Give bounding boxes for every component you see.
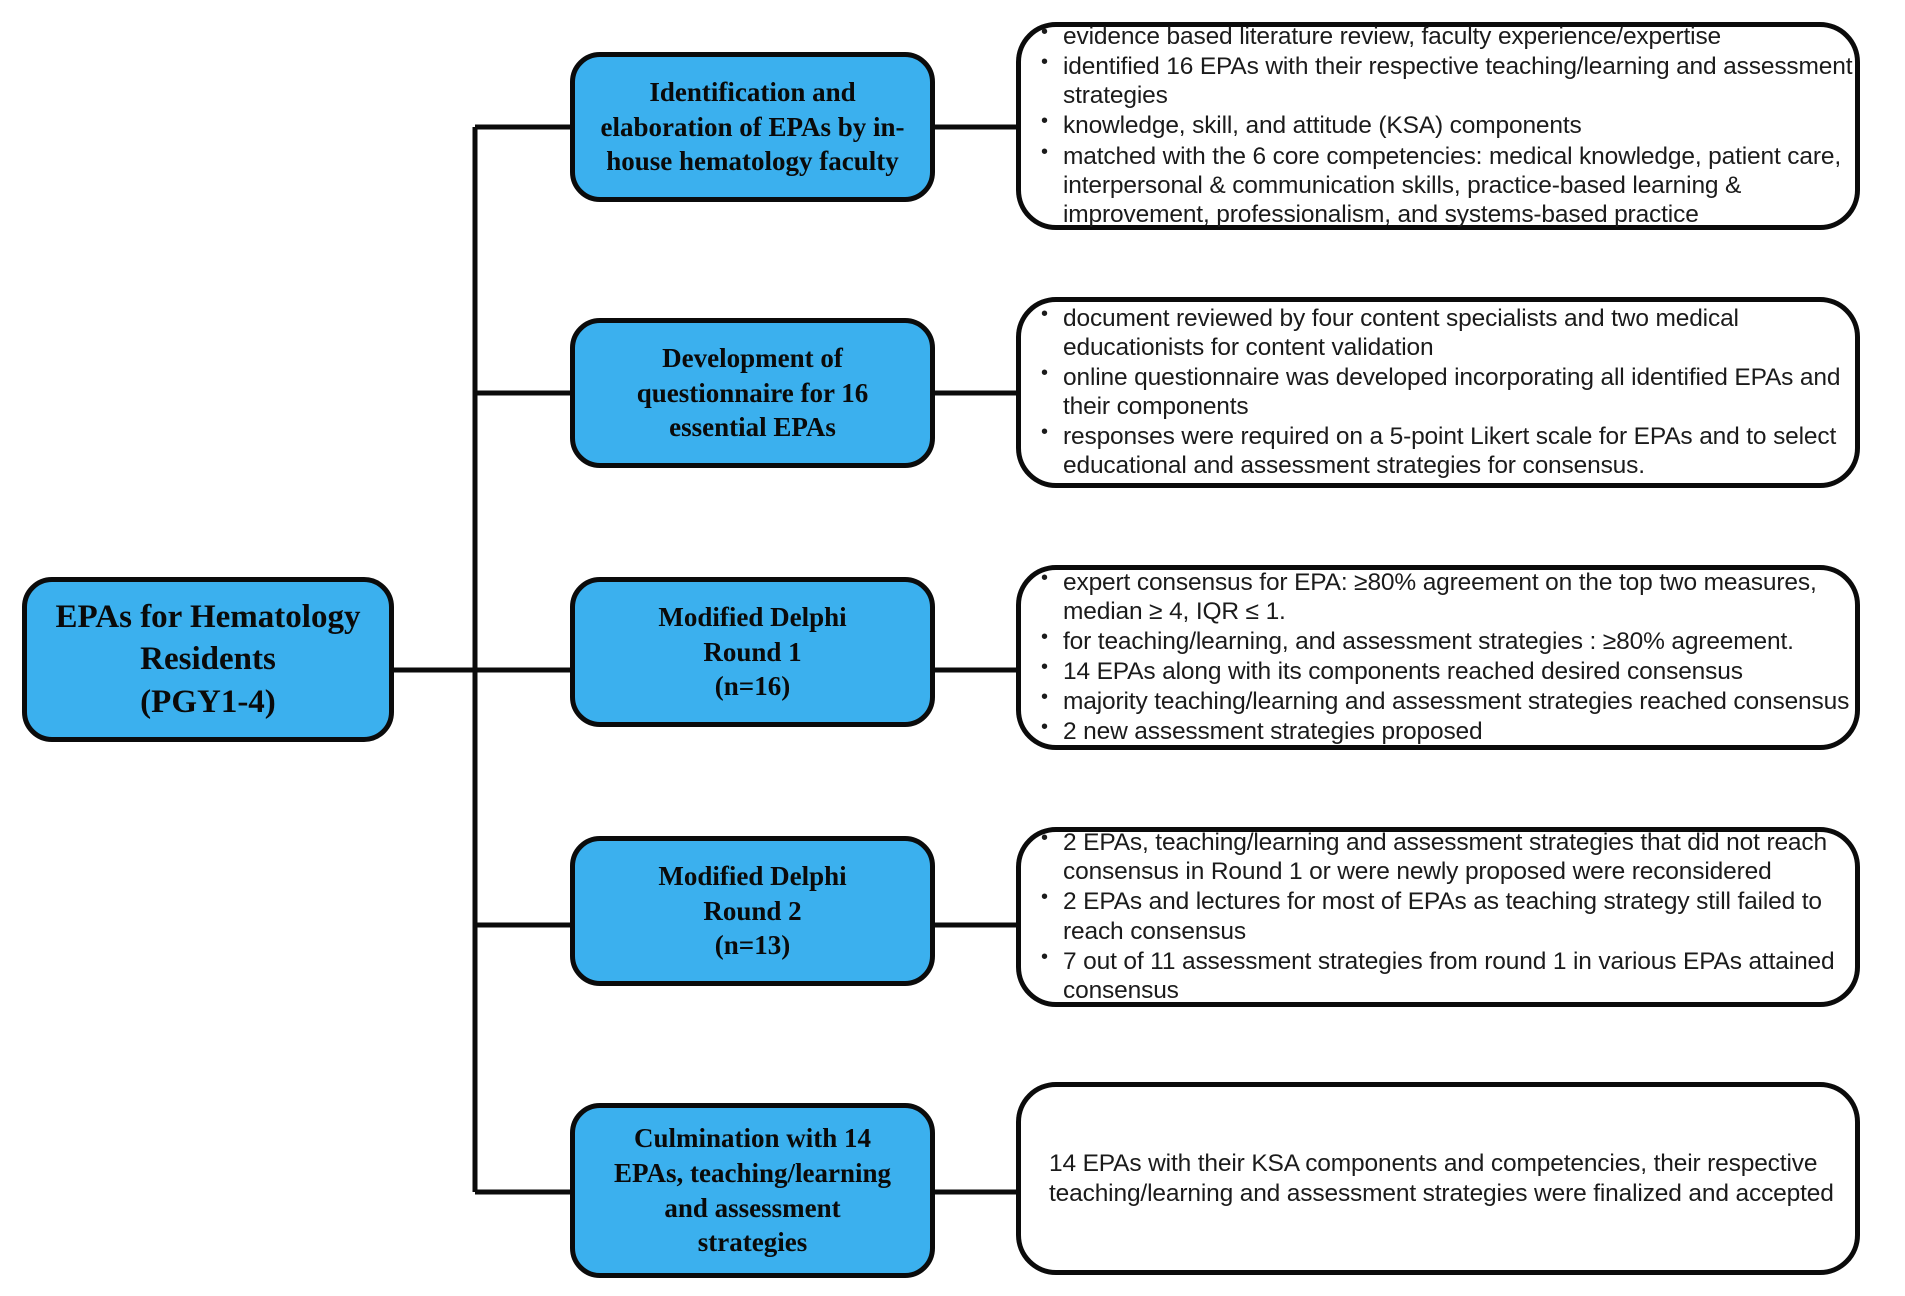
detail-bullet-list: 2 EPAs, teaching/learning and assessment… <box>1021 827 1855 1006</box>
bullet-item: online questionnaire was developed incor… <box>1021 362 1855 421</box>
bullet-item: 2 EPAs, teaching/learning and assessment… <box>1021 827 1855 886</box>
root-node-label: EPAs for Hematology Residents (PGY1-4) <box>55 599 361 720</box>
bullet-item: evidence based literature review, facult… <box>1021 21 1855 51</box>
bullet-item: knowledge, skill, and attitude (KSA) com… <box>1021 110 1855 140</box>
bullet-item: document reviewed by four content specia… <box>1021 303 1855 362</box>
detail-panel-culmination: 14 EPAs with their KSA components and co… <box>1016 1082 1860 1275</box>
detail-panel-delphi-round-2: 2 EPAs, teaching/learning and assessment… <box>1016 827 1860 1007</box>
bullet-item: identified 16 EPAs with their respective… <box>1021 51 1855 110</box>
bullet-item: matched with the 6 core competencies: me… <box>1021 141 1855 229</box>
root-node-epas-hematology-residents[interactable]: EPAs for Hematology Residents (PGY1-4) <box>22 577 394 742</box>
detail-panel-identification-elaboration: evidence based literature review, facult… <box>1016 21 1860 230</box>
bullet-item: responses were required on a 5-point Lik… <box>1021 421 1855 480</box>
stage-node-identification-elaboration[interactable]: Identification and elaboration of EPAs b… <box>570 52 935 202</box>
detail-panel-development-questionnaire: document reviewed by four content specia… <box>1016 297 1860 488</box>
detail-bullet-list: expert consensus for EPA: ≥80% agreement… <box>1021 567 1855 748</box>
bullet-item: 14 EPAs along with its components reache… <box>1021 656 1855 686</box>
detail-panel-delphi-round-1: expert consensus for EPA: ≥80% agreement… <box>1016 565 1860 750</box>
bullet-item: expert consensus for EPA: ≥80% agreement… <box>1021 567 1855 626</box>
detail-paragraph: 14 EPAs with their KSA components and co… <box>1049 1149 1834 1207</box>
bullet-item: 2 new assessment strategies proposed <box>1021 716 1855 746</box>
stage-node-label: Development of questionnaire for 16 esse… <box>636 343 869 443</box>
bullet-item: 7 out of 11 assessment strategies from r… <box>1021 946 1855 1005</box>
detail-bullet-list: document reviewed by four content specia… <box>1021 303 1855 482</box>
detail-bullet-list: evidence based literature review, facult… <box>1021 21 1855 230</box>
stage-node-label: Identification and elaboration of EPAs b… <box>600 77 905 177</box>
stage-node-delphi-round-1[interactable]: Modified Delphi Round 1 (n=16) <box>570 577 935 727</box>
stage-node-label: Modified Delphi Round 1 (n=16) <box>658 602 847 702</box>
bullet-item: majority teaching/learning and assessmen… <box>1021 686 1855 716</box>
bullet-item: 2 EPAs and lectures for most of EPAs as … <box>1021 886 1855 945</box>
stage-node-delphi-round-2[interactable]: Modified Delphi Round 2 (n=13) <box>570 836 935 986</box>
stage-node-culmination[interactable]: Culmination with 14 EPAs, teaching/learn… <box>570 1103 935 1278</box>
bullet-item: for teaching/learning, and assessment st… <box>1021 626 1855 656</box>
stage-node-development-questionnaire[interactable]: Development of questionnaire for 16 esse… <box>570 318 935 468</box>
stage-node-label: Modified Delphi Round 2 (n=13) <box>658 861 847 961</box>
stage-node-label: Culmination with 14 EPAs, teaching/learn… <box>613 1123 891 1258</box>
